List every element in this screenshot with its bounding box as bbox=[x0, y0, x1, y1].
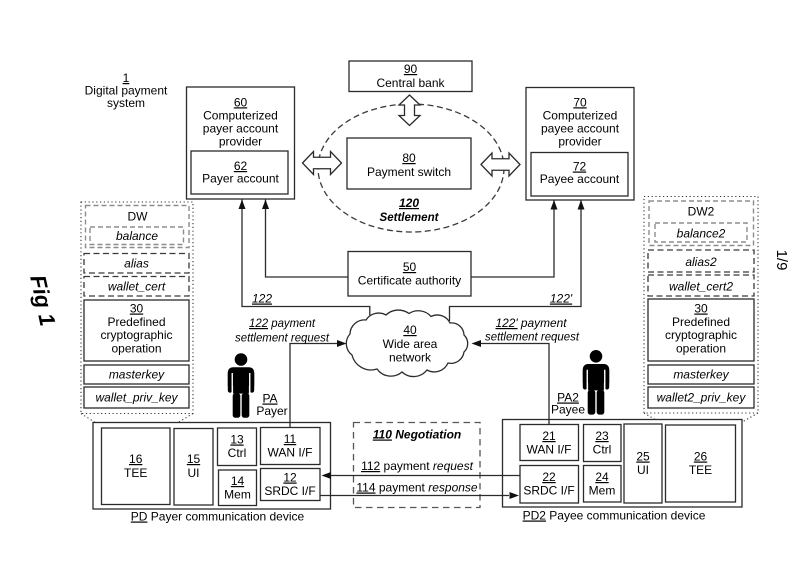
svg-text:PD2 Payee communication device: PD2 Payee communication device bbox=[523, 509, 706, 523]
svg-text:balance2: balance2 bbox=[677, 227, 726, 241]
svg-text:Wide area: Wide area bbox=[383, 337, 438, 351]
svg-text:PA2: PA2 bbox=[557, 391, 579, 405]
svg-text:Payee: Payee bbox=[551, 403, 585, 417]
svg-text:1/9: 1/9 bbox=[773, 250, 790, 271]
svg-text:cryptographic: cryptographic bbox=[100, 328, 172, 342]
svg-text:122 payment: 122 payment bbox=[249, 316, 316, 330]
svg-text:14: 14 bbox=[231, 474, 245, 488]
svg-text:72: 72 bbox=[573, 160, 587, 174]
svg-text:PD Payer communication device: PD Payer communication device bbox=[131, 510, 305, 524]
svg-text:payer account: payer account bbox=[203, 121, 279, 135]
svg-text:Certificate authority: Certificate authority bbox=[358, 274, 461, 288]
svg-text:40: 40 bbox=[403, 323, 417, 337]
svg-text:23: 23 bbox=[595, 429, 609, 443]
svg-text:cryptographic: cryptographic bbox=[665, 328, 737, 342]
svg-text:25: 25 bbox=[636, 450, 650, 464]
svg-text:provider: provider bbox=[219, 134, 262, 148]
svg-text:wallet_cert: wallet_cert bbox=[108, 280, 166, 294]
svg-text:122' payment: 122' payment bbox=[496, 316, 568, 330]
svg-text:62: 62 bbox=[234, 159, 248, 173]
svg-text:Ctrl: Ctrl bbox=[228, 446, 247, 460]
svg-text:masterkey: masterkey bbox=[673, 368, 729, 382]
svg-text:22: 22 bbox=[542, 470, 556, 484]
svg-text:Digital payment: Digital payment bbox=[85, 84, 168, 98]
svg-text:alias2: alias2 bbox=[685, 255, 717, 269]
svg-text:114 payment response: 114 payment response bbox=[356, 481, 478, 495]
svg-text:Central bank: Central bank bbox=[376, 76, 445, 90]
svg-text:50: 50 bbox=[403, 260, 417, 274]
svg-text:Predefined: Predefined bbox=[107, 315, 165, 329]
svg-text:13: 13 bbox=[230, 433, 244, 447]
svg-text:21: 21 bbox=[542, 429, 556, 443]
svg-text:TEE: TEE bbox=[689, 463, 712, 477]
svg-text:Mem: Mem bbox=[589, 484, 616, 498]
svg-text:Computerized: Computerized bbox=[203, 108, 278, 122]
svg-text:90: 90 bbox=[404, 62, 418, 76]
svg-text:15: 15 bbox=[187, 452, 201, 466]
svg-text:settlement request: settlement request bbox=[485, 330, 580, 344]
svg-text:SRDC I/F: SRDC I/F bbox=[523, 484, 574, 498]
svg-text:Payment switch: Payment switch bbox=[367, 165, 451, 179]
svg-text:system: system bbox=[107, 96, 145, 110]
svg-text:11: 11 bbox=[284, 432, 297, 446]
svg-text:wallet_priv_key: wallet_priv_key bbox=[95, 391, 178, 405]
svg-text:balance: balance bbox=[116, 229, 158, 243]
svg-text:Ctrl: Ctrl bbox=[593, 443, 612, 457]
svg-text:Payer: Payer bbox=[256, 404, 287, 418]
svg-text:26: 26 bbox=[694, 450, 708, 464]
svg-text:SRDC I/F: SRDC I/F bbox=[264, 484, 315, 498]
svg-text:network: network bbox=[389, 351, 432, 365]
svg-text:payee account: payee account bbox=[541, 121, 620, 135]
svg-text:settlement request: settlement request bbox=[235, 331, 330, 345]
svg-text:masterkey: masterkey bbox=[109, 368, 165, 382]
svg-text:60: 60 bbox=[234, 95, 248, 109]
svg-text:alias: alias bbox=[124, 257, 149, 271]
svg-text:30: 30 bbox=[130, 302, 144, 316]
svg-text:12: 12 bbox=[283, 471, 297, 485]
svg-text:1: 1 bbox=[123, 71, 130, 85]
svg-text:DW: DW bbox=[128, 210, 149, 224]
svg-text:provider: provider bbox=[558, 134, 601, 148]
svg-text:DW2: DW2 bbox=[688, 205, 715, 219]
svg-text:UI: UI bbox=[188, 466, 200, 480]
svg-text:UI: UI bbox=[637, 463, 649, 477]
svg-text:120: 120 bbox=[399, 196, 419, 210]
svg-text:16: 16 bbox=[129, 452, 143, 466]
svg-text:70: 70 bbox=[573, 95, 587, 109]
svg-text:122': 122' bbox=[550, 292, 573, 306]
svg-text:112 payment request: 112 payment request bbox=[361, 459, 474, 473]
svg-text:PA: PA bbox=[262, 392, 277, 406]
svg-text:wallet2_priv_key: wallet2_priv_key bbox=[657, 391, 747, 405]
svg-text:80: 80 bbox=[402, 151, 416, 165]
svg-text:Payee account: Payee account bbox=[540, 172, 620, 186]
svg-text:TEE: TEE bbox=[124, 466, 147, 480]
svg-text:Mem: Mem bbox=[224, 488, 251, 502]
svg-text:30: 30 bbox=[694, 302, 708, 316]
svg-text:WAN I/F: WAN I/F bbox=[527, 443, 572, 457]
svg-text:Settlement: Settlement bbox=[380, 210, 440, 224]
svg-text:110 Negotiation: 110 Negotiation bbox=[373, 428, 461, 442]
svg-text:operation: operation bbox=[111, 341, 161, 355]
svg-text:operation: operation bbox=[676, 341, 726, 355]
svg-text:wallet_cert2: wallet_cert2 bbox=[669, 280, 733, 294]
svg-text:24: 24 bbox=[595, 470, 609, 484]
svg-text:WAN I/F: WAN I/F bbox=[268, 446, 313, 460]
svg-text:Payer account: Payer account bbox=[202, 172, 279, 186]
svg-text:Fig 1: Fig 1 bbox=[25, 273, 60, 328]
svg-text:122: 122 bbox=[252, 292, 272, 306]
svg-text:Predefined: Predefined bbox=[672, 315, 730, 329]
svg-text:Computerized: Computerized bbox=[543, 108, 618, 122]
